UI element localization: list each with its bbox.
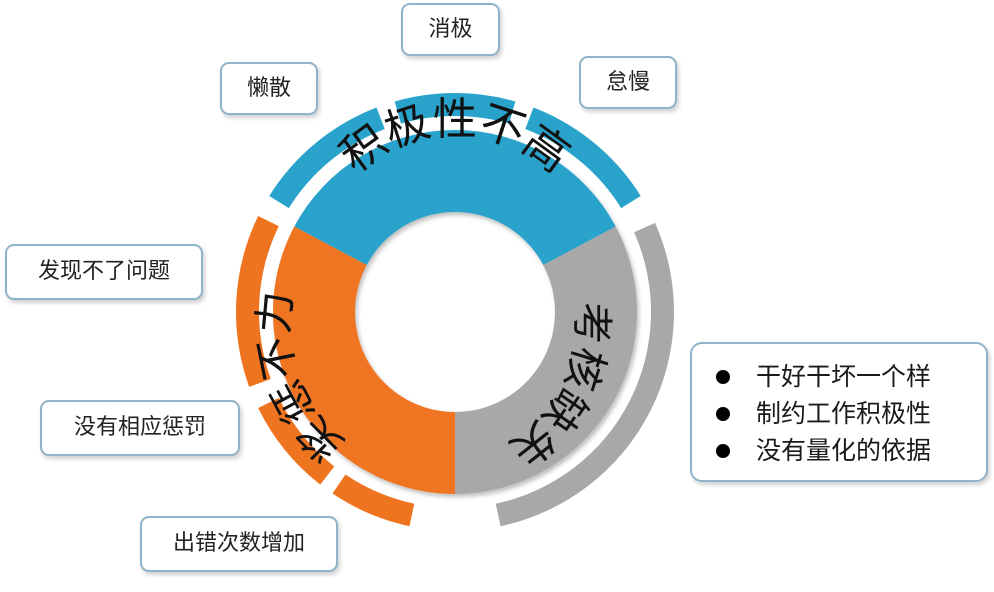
tag-lazy: 懒散: [220, 62, 318, 115]
outer-arc-lower-left-3: [236, 215, 279, 387]
ring-segment-right: [455, 226, 637, 494]
bullet-dot: [716, 370, 730, 384]
list-item: 没有量化的依据: [716, 432, 986, 469]
tag-negative: 消极: [401, 3, 500, 56]
outer-arc-lower-left-1: [332, 474, 415, 527]
outer-arc-lower-left-2: [258, 397, 335, 485]
tag-errors-increase-text: 出错次数增加: [172, 531, 305, 556]
list-item-text: 干好干坏一个样: [756, 362, 932, 391]
tag-no-punishment-text: 没有相应惩罚: [73, 415, 206, 440]
tag-negative-text: 消极: [428, 17, 473, 42]
consequence-list: 干好干坏一个样 制约工作积极性 没有量化的依据: [692, 344, 986, 469]
list-item-text: 没有量化的依据: [756, 436, 932, 465]
list-item: 干好干坏一个样: [716, 358, 986, 395]
outer-arc-top-left: [269, 107, 385, 209]
consequence-list-box: 干好干坏一个样 制约工作积极性 没有量化的依据: [690, 342, 988, 482]
tag-slack: 怠慢: [579, 56, 677, 109]
ring-segment-left: [272, 226, 455, 494]
tag-cannot-find-problem: 发现不了问题: [5, 244, 203, 300]
bullet-dot: [716, 407, 730, 421]
tag-no-punishment: 没有相应惩罚: [40, 400, 240, 456]
list-item-text: 制约工作积极性: [756, 399, 932, 428]
tag-slack-text: 怠慢: [605, 70, 650, 95]
outer-arc-top-right: [525, 107, 641, 209]
tag-cannot-find-problem-text: 发现不了问题: [37, 259, 170, 284]
tag-errors-increase: 出错次数增加: [140, 516, 338, 572]
outer-arc-right: [495, 222, 674, 527]
tag-lazy-text: 懒散: [246, 76, 291, 101]
outer-arc-top-middle: [394, 93, 516, 124]
list-item: 制约工作积极性: [716, 395, 986, 432]
ring-segment-top: [294, 130, 616, 266]
bullet-dot: [716, 444, 730, 458]
